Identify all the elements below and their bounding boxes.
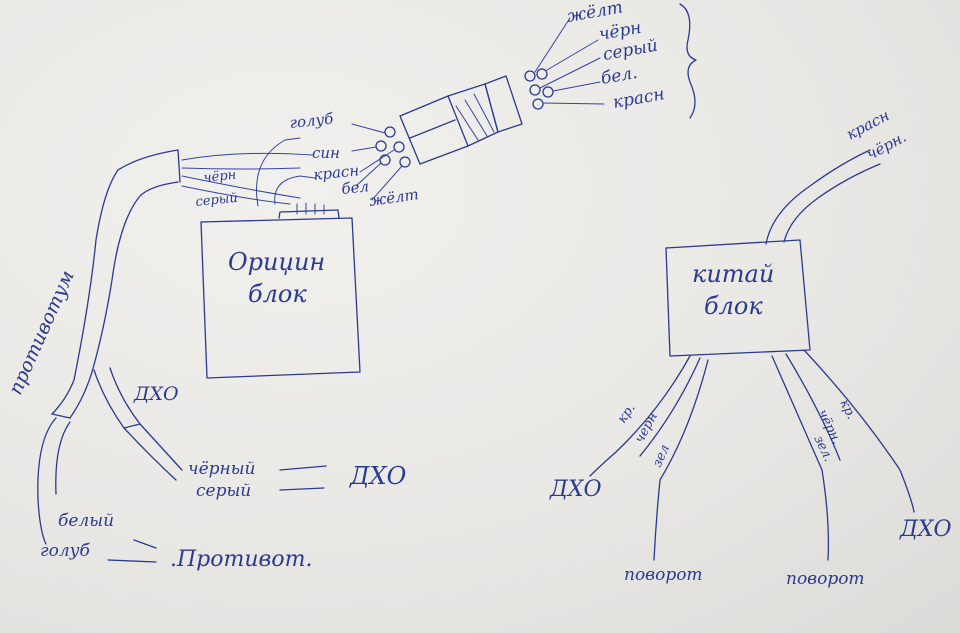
connector-mid-line [409,119,456,139]
china-block-box [665,239,811,357]
fog-wire-blue: голуб [40,541,91,561]
china-left-target: ДХО [549,477,602,502]
china-right-cable [771,349,915,561]
china-left-cable [589,355,709,561]
china-turn-left: поворот [624,565,703,585]
connector-leader-lines [534,17,605,105]
pin-circle [536,68,548,80]
orig-wire-grey: серый [195,191,239,210]
connector-brace [679,3,697,119]
drl-branch-label: ДХО [133,383,179,405]
harness-tube-inner [69,181,179,419]
china-left-wire-green: зел [650,442,673,469]
drl-dash-lines [279,465,327,491]
pin-circle [529,84,541,96]
drl-wire-grey: серый [196,481,251,501]
china-block-title-1: китай [692,260,774,288]
original-block-title-2: блок [248,280,307,308]
pin-leader-lines [351,123,403,201]
china-top-cable [765,149,881,245]
pin-circle [384,126,396,138]
fog-dash-lines [107,539,157,563]
wire-curve [181,152,313,161]
pin-circle [379,154,391,166]
orig-wire-white: бел [341,177,370,198]
wire-curve [181,185,291,205]
wire-curve [181,167,301,170]
original-block-title-1: Ориџин [228,248,325,276]
original-block-plug [278,209,340,219]
original-block-box [200,217,361,379]
harness-tube-outer [51,149,179,415]
china-right-target: ДХО [899,517,952,542]
connector-ribs [455,93,495,141]
wire-curve [274,175,316,205]
plug-pins [296,202,325,215]
drl-target: ДХО [349,462,407,490]
conn-wire-red: красн [611,84,666,113]
orig-wire-black: чёрн [203,168,237,186]
connector-body [399,95,469,165]
china-right-wire-red: кр. [836,397,858,422]
drl-branch-wires [123,423,183,481]
harness-tube-end [177,149,181,183]
orig-wire-navy: син [312,144,340,162]
pin-circle [542,86,554,98]
fog-wire-white: белый [58,511,114,531]
pin-circle [532,98,544,110]
connector-cap [484,75,523,133]
pin-circle [393,141,405,153]
drl-wire-black: чёрный [188,459,256,479]
conn-wire-white: бел. [599,63,639,89]
drl-branch-sleeve [93,367,141,429]
harness-tube-cap [51,413,71,419]
pin-circle [399,156,411,168]
pin-circle [375,140,387,152]
china-block-title-2: блок [704,292,763,320]
pin-circle [524,70,536,82]
china-left-wire-black: черн [632,410,661,446]
orig-wire-blue: голуб [289,109,335,132]
wire-curve [256,137,301,207]
fog-branch-wires [37,417,71,545]
fog-target: .Противот. [170,547,312,572]
wire-curve [181,175,301,199]
orig-wire-yellow: жёлт [368,185,420,210]
china-turn-right: поворот [786,569,865,589]
orig-wire-red: красн [313,161,360,184]
tube-label: противотум [4,267,78,398]
china-left-wire-red: кр. [615,401,639,426]
